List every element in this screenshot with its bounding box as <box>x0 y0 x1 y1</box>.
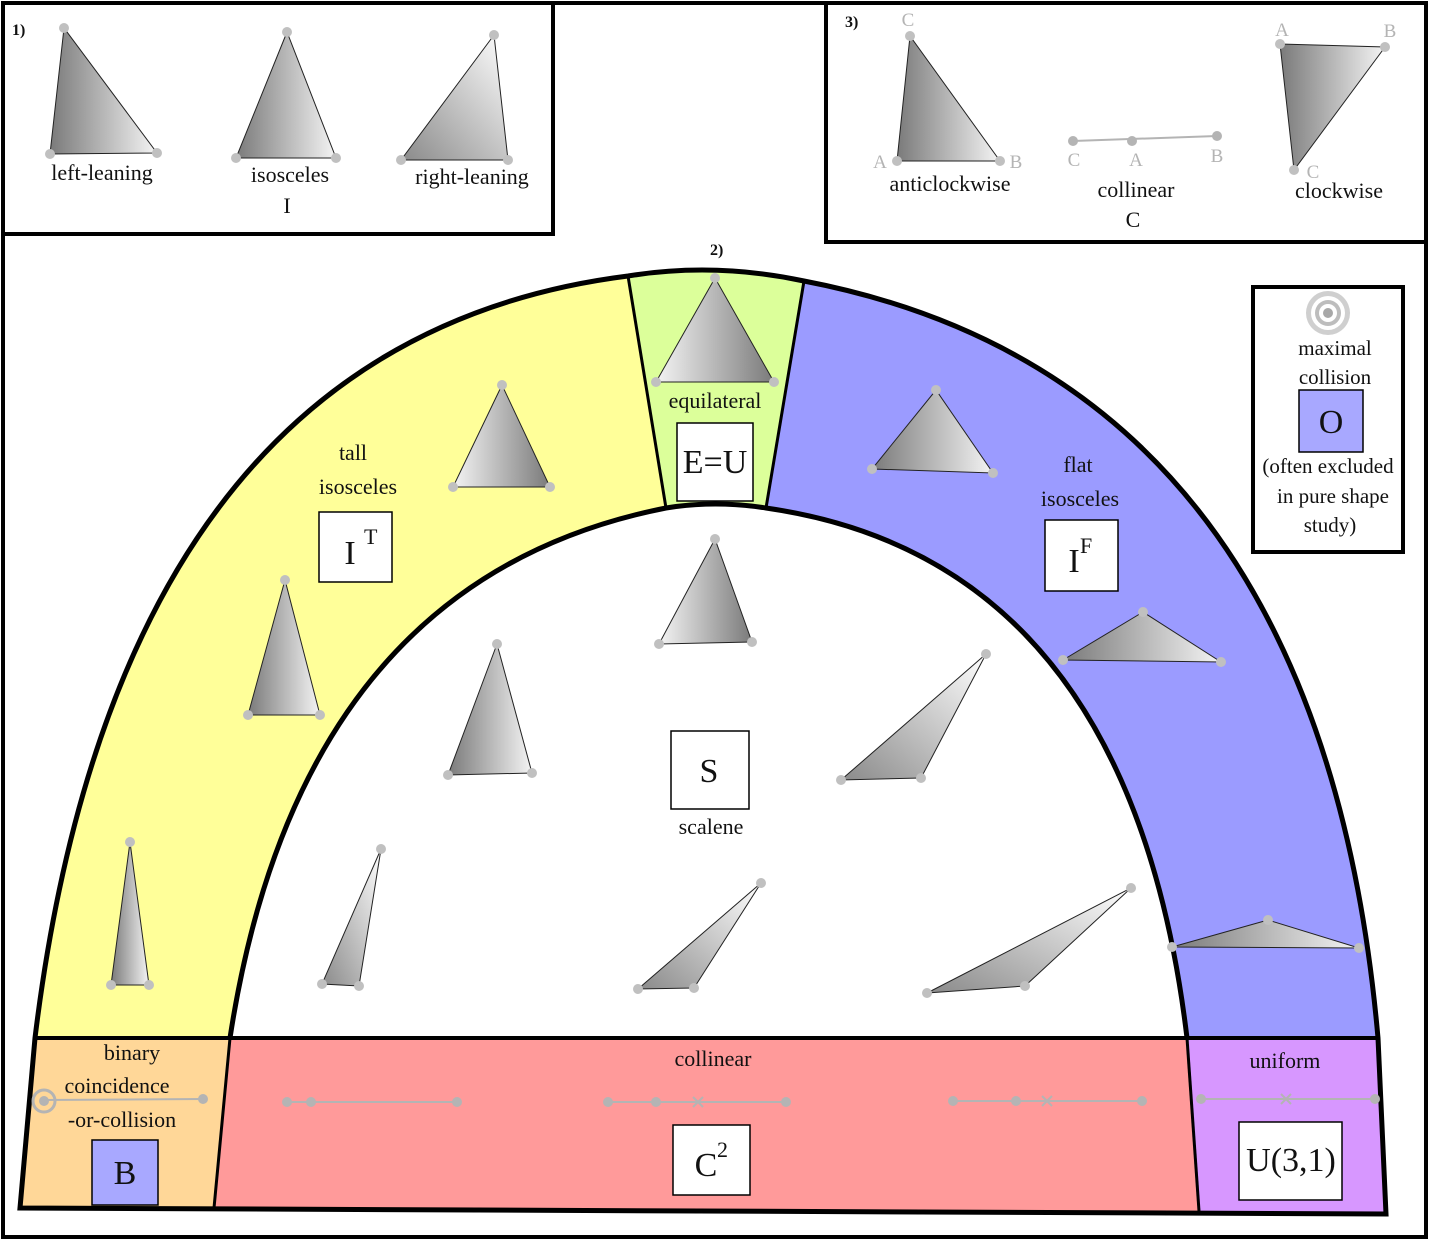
isosceles-triangle <box>231 27 341 163</box>
maximal-collision-symbol: O <box>1319 404 1344 441</box>
clockwise-triangle <box>1275 39 1390 175</box>
clockwise-vertex-label: C <box>1307 162 1320 183</box>
equilateral-label: equilateral <box>669 388 762 413</box>
anticlockwise-triangle <box>892 31 1005 166</box>
anticlockwise-vertex-label: A <box>873 152 887 173</box>
uniform-symbol-box <box>1238 1121 1343 1201</box>
panel2-number: 2) <box>710 242 723 259</box>
collinear-vertex-label: C <box>1068 150 1081 171</box>
tall-isosceles-triangle <box>448 380 555 492</box>
tall-isosceles-label-2: isosceles <box>319 474 397 499</box>
binary-label-3: -or-collision <box>68 1107 176 1132</box>
collinear-symbol: C <box>695 1147 718 1184</box>
left-leaning-label: left-leaning <box>51 160 152 185</box>
scalene-symbol-box <box>670 730 750 810</box>
isosceles-label: isosceles <box>251 162 329 187</box>
flat-isosceles-symbol: I <box>1068 543 1079 580</box>
collinear-label: collinear <box>675 1046 753 1071</box>
panel3-collinear-label: collinear <box>1098 177 1176 202</box>
binary-glyph <box>31 1088 208 1114</box>
tall-isosceles-triangle <box>243 575 325 720</box>
maximal-collision-label-2: collision <box>1299 365 1372 389</box>
tall-isosceles-symbol: I <box>344 535 355 572</box>
flat-isosceles-triangle <box>1058 607 1226 667</box>
equilateral-symbol: E=U <box>683 444 748 481</box>
binary-symbol-box <box>91 1139 159 1206</box>
flat-isosceles-triangle <box>1167 915 1364 953</box>
panel1-number: 1) <box>12 22 25 39</box>
scalene-triangle <box>443 639 537 780</box>
example-shapes <box>45 23 1390 1108</box>
maximal-collision-note-2: in pure shape <box>1277 484 1389 508</box>
collinear-example-segment <box>948 1095 1147 1107</box>
panel3-number: 3) <box>845 14 858 31</box>
right-leaning-label: right-leaning <box>415 164 529 189</box>
anticlockwise-vertex-label: B <box>1010 152 1023 173</box>
panel3-collinear-symbol: C <box>1126 207 1141 232</box>
maximal-collision-note-3: study) <box>1304 513 1357 537</box>
clockwise-vertex-label: A <box>1275 20 1289 41</box>
uniform-label: uniform <box>1250 1048 1321 1073</box>
binary-symbol: B <box>114 1155 137 1192</box>
collinear-symbol-box <box>672 1124 751 1196</box>
flat-isosceles-label: flat <box>1063 452 1092 477</box>
panel3-collinear-segment <box>1068 131 1222 146</box>
tall-isosceles-triangle <box>106 837 154 990</box>
maximal-collision-symbol-box <box>1298 389 1364 453</box>
equilateral-triangle <box>651 273 779 387</box>
tall-isosceles-symbol-box <box>318 511 393 583</box>
binary-label: binary <box>104 1040 160 1065</box>
collinear-example-segment <box>282 1097 462 1107</box>
scalene-symbol: S <box>700 753 719 790</box>
flat-isosceles-symbol-box <box>1044 519 1119 592</box>
flat-isosceles-label-2: isosceles <box>1041 486 1119 511</box>
uniform-symbol: U(3,1) <box>1246 1142 1336 1179</box>
clockwise-vertex-label: B <box>1384 21 1397 42</box>
collinear-example-segment <box>603 1096 791 1108</box>
collinear-superscript: 2 <box>717 1137 728 1162</box>
maximal-collision-label: maximal <box>1298 336 1372 360</box>
tall-isosceles-label: tall <box>339 440 367 465</box>
maximal-collision-note: (often excluded <box>1262 454 1394 478</box>
anticlockwise-vertex-label: C <box>902 10 915 31</box>
right-leaning-triangle <box>396 30 513 165</box>
clockwise-label: clockwise <box>1295 178 1383 203</box>
collinear-vertex-label: A <box>1129 150 1143 171</box>
scalene-triangle <box>633 878 766 994</box>
left-leaning-triangle <box>45 23 162 159</box>
maximal-collision-icon <box>1306 291 1350 335</box>
tall-isosceles-superscript: T <box>364 524 378 549</box>
isosceles-symbol-label: I <box>283 193 290 218</box>
scalene-triangle <box>317 844 386 991</box>
scalene-triangle <box>836 649 991 785</box>
anticlockwise-label: anticlockwise <box>890 171 1011 196</box>
scalene-triangle <box>654 534 757 649</box>
scalene-label: scalene <box>679 814 744 839</box>
equilateral-symbol-box <box>676 422 754 502</box>
collinear-vertex-label: B <box>1211 146 1224 167</box>
binary-region <box>20 1038 230 1208</box>
scalene-triangle <box>922 883 1136 998</box>
flat-isosceles-superscript: F <box>1080 533 1092 558</box>
binary-label-2: coincidence <box>64 1073 169 1098</box>
equilateral-region <box>628 270 804 508</box>
uniform-example-segment <box>1196 1093 1380 1105</box>
flat-isosceles-triangle <box>867 385 998 478</box>
